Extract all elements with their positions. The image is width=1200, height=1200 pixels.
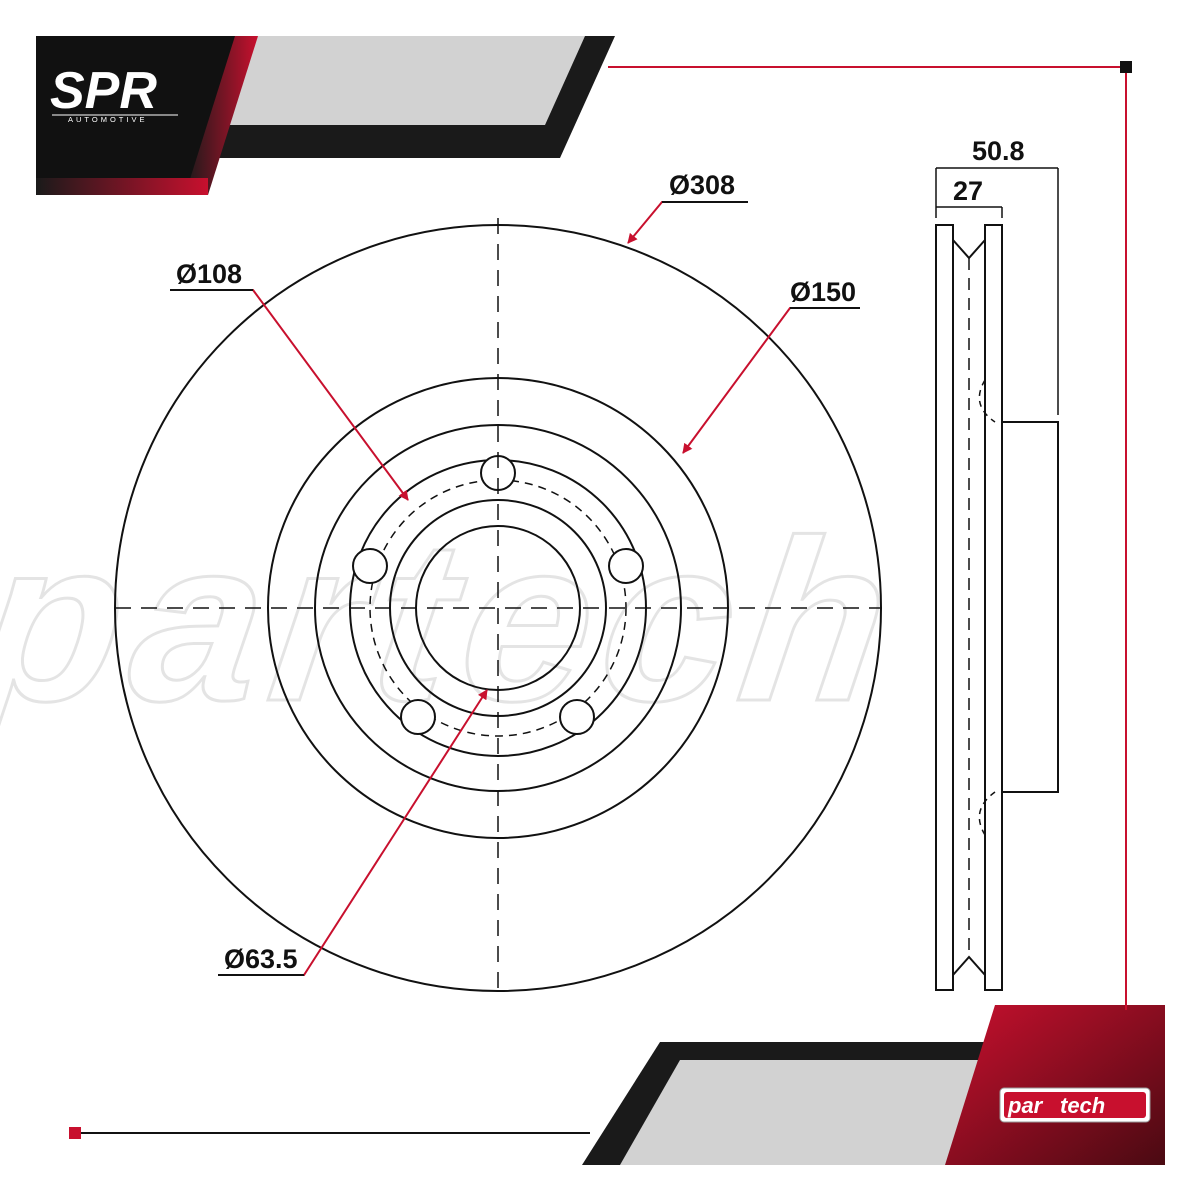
frame (69, 61, 1132, 1139)
spr-automotive-logo: SPR AUTOMOTIVE (50, 62, 178, 124)
top-banner: SPR AUTOMOTIVE (36, 36, 640, 195)
leader-outer-diameter (627, 201, 748, 244)
watermark-text: partech (0, 492, 916, 749)
bolt-hole (608, 548, 644, 584)
label-thickness: 27 (953, 176, 983, 206)
friction-ring-left (935, 224, 954, 991)
friction-ring-right (984, 224, 1003, 991)
top-logo-text: SPR (50, 62, 157, 120)
bottom-banner: par tech (582, 1005, 1165, 1165)
bottom-logo-suffix: tech (1060, 1093, 1105, 1118)
disc-front-view (114, 218, 882, 992)
top-logo-subtitle: AUTOMOTIVE (68, 115, 147, 124)
bolt-hole (559, 699, 595, 735)
label-center-bore: Ø63.5 (224, 944, 298, 974)
dimension-labels: Ø308 Ø150 Ø108 Ø63.5 50.8 27 (176, 136, 1025, 974)
bottom-logo-prefix: par (1007, 1093, 1044, 1118)
bolt-hole (352, 548, 388, 584)
label-bolt-circle: Ø108 (176, 259, 242, 289)
label-total-height: 50.8 (972, 136, 1025, 166)
bolt-holes (352, 455, 644, 735)
label-outer-diameter: Ø308 (669, 170, 735, 200)
vent-bottom (952, 955, 986, 976)
bolt-hole (400, 699, 436, 735)
hat-profile (1002, 421, 1059, 793)
leader-hat-diameter (682, 307, 860, 454)
label-hat-diameter: Ø150 (790, 277, 856, 307)
vent-top (952, 239, 986, 260)
leader-underlines (170, 201, 860, 976)
leader-bolt-circle (170, 289, 409, 501)
disc-side-view (935, 167, 1059, 991)
partech-logo: par tech (999, 1087, 1151, 1123)
